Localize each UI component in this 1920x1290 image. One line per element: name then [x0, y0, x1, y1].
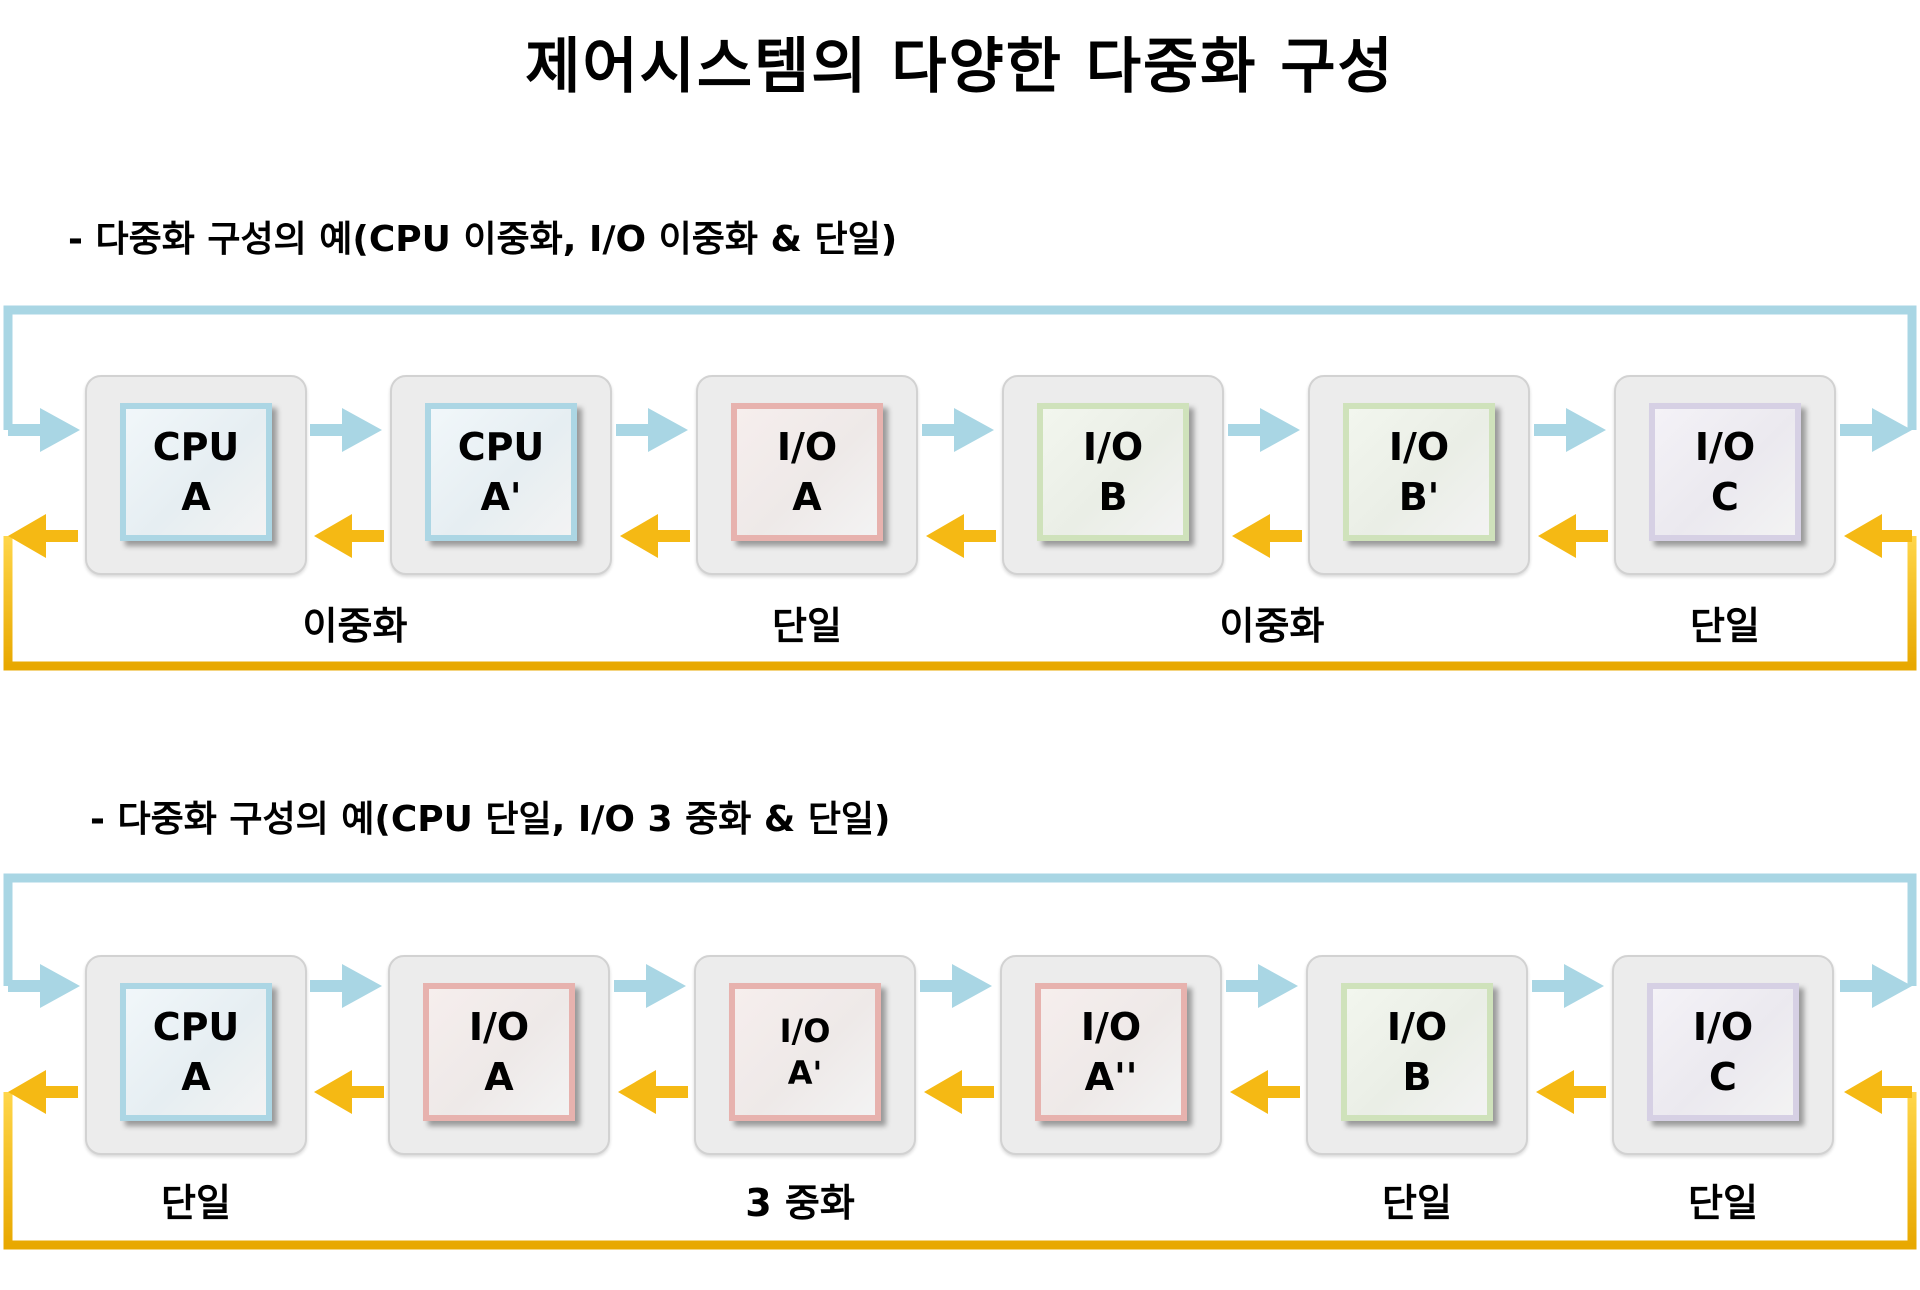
- module-label-box: I/O B: [1037, 403, 1189, 541]
- return-arrows: [8, 1070, 1912, 1114]
- return-arrows: [8, 514, 1912, 558]
- module-type: I/O: [1692, 1005, 1754, 1049]
- page-title: 제어시스템의 다양한 다중화 구성: [525, 32, 1395, 102]
- module-cpu-a: CPU A: [85, 375, 307, 575]
- module-label-box: I/O A: [423, 983, 575, 1121]
- module-cpu-a: CPU A: [85, 955, 307, 1155]
- section-2-diagram: CPU A I/O A I/O A' I/O A'' I/O B I/O C 단…: [0, 870, 1920, 1290]
- section-1-subtitle: - 다중화 구성의 예(CPU 이중화, I/O 이중화 & 단일): [68, 219, 898, 260]
- module-type: I/O: [468, 1005, 530, 1049]
- group-label-single-io-a: 단일: [772, 604, 842, 648]
- forward-loop-line: [3, 873, 1917, 986]
- module-io-c: I/O C: [1612, 955, 1834, 1155]
- module-type: I/O: [1080, 1005, 1142, 1049]
- module-label-box: CPU A': [425, 403, 577, 541]
- forward-arrows: [8, 964, 1912, 1008]
- module-label-box: I/O C: [1647, 983, 1799, 1121]
- group-label-redundant-cpu: 이중화: [302, 604, 408, 648]
- section-2-flow-arrows: [3, 873, 1917, 1250]
- group-label-redundant-io-b: 이중화: [1219, 604, 1325, 648]
- module-type: I/O: [1388, 425, 1450, 469]
- group-label-single-io-c: 단일: [1690, 604, 1760, 648]
- module-label-box: I/O A': [729, 983, 881, 1121]
- module-id: B': [1398, 475, 1440, 519]
- module-id: A': [480, 475, 522, 519]
- return-loop-line: [3, 536, 1917, 671]
- module-id: A': [787, 1054, 823, 1092]
- module-id: C: [1709, 1055, 1737, 1099]
- group-label-triple-io-a: 3 중화: [745, 1181, 855, 1225]
- module-type: CPU: [457, 425, 545, 469]
- module-io-b-prime: I/O B': [1308, 375, 1530, 575]
- module-type: CPU: [152, 425, 240, 469]
- module-type: I/O: [1082, 425, 1144, 469]
- group-label-single-io-c: 단일: [1688, 1181, 1758, 1225]
- module-io-a-prime: I/O A': [694, 955, 916, 1155]
- module-label-box: CPU A: [120, 403, 272, 541]
- module-type: I/O: [776, 425, 838, 469]
- module-label-box: I/O A: [731, 403, 883, 541]
- module-id: B: [1098, 475, 1128, 519]
- forward-loop-line: [3, 305, 1917, 430]
- module-type: I/O: [779, 1012, 831, 1050]
- forward-arrows: [8, 408, 1912, 452]
- module-cpu-a-prime: CPU A': [390, 375, 612, 575]
- module-label-box: I/O A'': [1035, 983, 1187, 1121]
- module-io-b: I/O B: [1306, 955, 1528, 1155]
- module-id: C: [1711, 475, 1739, 519]
- module-type: I/O: [1694, 425, 1756, 469]
- module-id: B: [1402, 1055, 1432, 1099]
- module-id: A: [181, 475, 211, 519]
- module-type: CPU: [152, 1005, 240, 1049]
- module-id: A'': [1084, 1055, 1138, 1099]
- module-label-box: CPU A: [120, 983, 272, 1121]
- section-1-flow-arrows: [3, 305, 1917, 671]
- module-io-b: I/O B: [1002, 375, 1224, 575]
- module-io-a: I/O A: [696, 375, 918, 575]
- module-type: I/O: [1386, 1005, 1448, 1049]
- section-2-subtitle: - 다중화 구성의 예(CPU 단일, I/O 3 중화 & 단일): [90, 799, 891, 840]
- module-io-a: I/O A: [388, 955, 610, 1155]
- group-label-single-cpu: 단일: [161, 1181, 231, 1225]
- return-loop-line: [3, 1092, 1917, 1250]
- module-io-c: I/O C: [1614, 375, 1836, 575]
- module-id: A: [484, 1055, 514, 1099]
- module-label-box: I/O B': [1343, 403, 1495, 541]
- module-io-a-double-prime: I/O A'': [1000, 955, 1222, 1155]
- section-1-diagram: CPU A CPU A' I/O A I/O B I/O B' I/O C 이중…: [0, 300, 1920, 720]
- module-label-box: I/O C: [1649, 403, 1801, 541]
- group-label-single-io-b: 단일: [1382, 1181, 1452, 1225]
- module-label-box: I/O B: [1341, 983, 1493, 1121]
- module-id: A: [792, 475, 822, 519]
- module-id: A: [181, 1055, 211, 1099]
